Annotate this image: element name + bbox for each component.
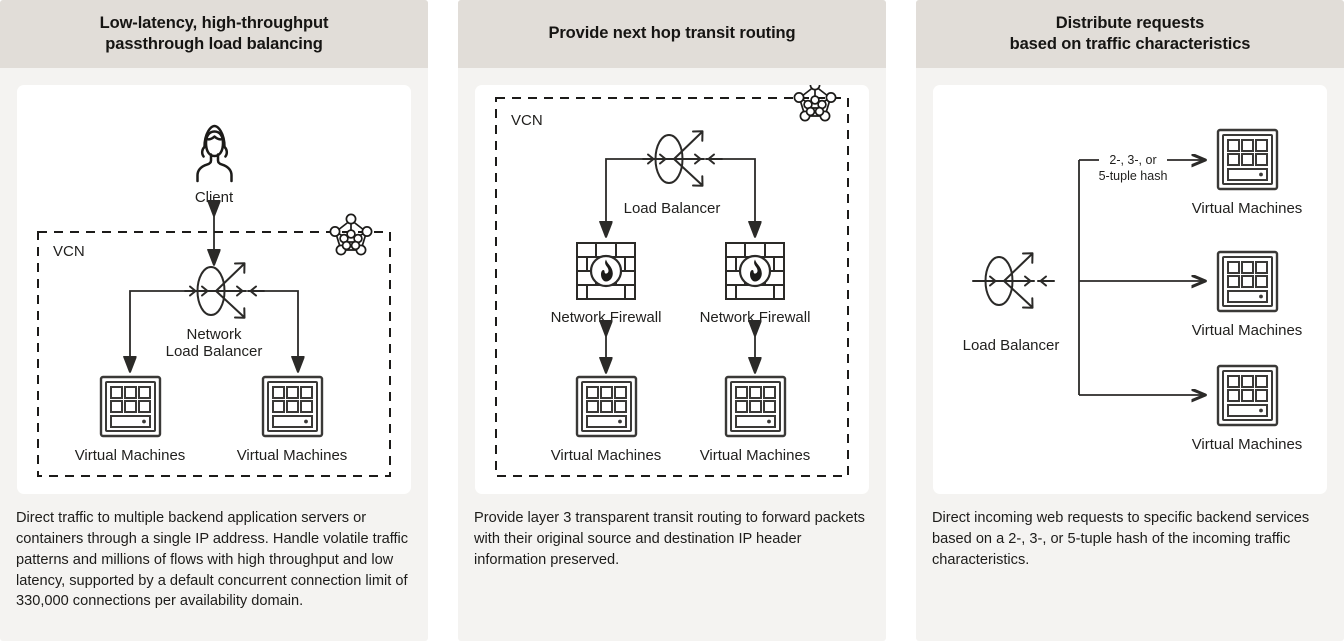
card-header: Provide next hop transit routing: [458, 0, 886, 68]
load-balancer-icon: [184, 262, 265, 319]
diagram-panel: Load Balancer 2-, 3-, or 5-tuple hash: [933, 85, 1327, 494]
virtual-machine-icon-right: [724, 375, 787, 438]
page-title: Distribute requests based on traffic cha…: [1010, 13, 1251, 55]
load-balancer-label: Load Balancer: [963, 337, 1060, 354]
virtual-machines-right-label: Virtual Machines: [700, 447, 811, 464]
title-line-2: passthrough load balancing: [105, 35, 323, 53]
network-load-balancer-label-2: Load Balancer: [166, 343, 263, 360]
virtual-machines-left-label: Virtual Machines: [75, 447, 186, 464]
card-low-latency-passthrough: Low-latency, high-throughput passthrough…: [0, 0, 428, 641]
virtual-machines-left-label: Virtual Machines: [551, 447, 662, 464]
network-firewall-icon-left: [576, 242, 636, 300]
network-load-balancer-label-1: Network: [186, 326, 242, 343]
virtual-machine-icon-top: [1216, 128, 1279, 191]
title-line-1: Provide next hop transit routing: [548, 24, 796, 43]
page-title: Low-latency, high-throughput passthrough…: [100, 13, 329, 55]
tuple-hash-label-line-2: 5-tuple hash: [1099, 169, 1168, 183]
virtual-machines-middle-label: Virtual Machines: [1192, 322, 1303, 339]
connector-lb-right-vm: [264, 290, 298, 371]
card-header: Low-latency, high-throughput passthrough…: [0, 0, 428, 68]
virtual-machine-icon-middle: [1216, 250, 1279, 313]
tuple-hash-label-line-1: 2-, 3-, or: [1109, 153, 1156, 167]
card-distribute-requests: Distribute requests based on traffic cha…: [916, 0, 1344, 641]
network-firewall-left-label: Network Firewall: [551, 309, 662, 326]
title-line-1: Low-latency, high-throughput: [99, 13, 329, 32]
virtual-machine-icon-right: [261, 375, 324, 438]
vcn-network-icon: [793, 85, 837, 122]
vcn-boundary: [495, 97, 849, 477]
network-firewall-right-label: Network Firewall: [700, 309, 811, 326]
card-caption: Direct traffic to multiple backend appli…: [16, 510, 409, 610]
diagram-panel: Client VCN: [17, 85, 411, 494]
card-caption: Provide layer 3 transparent transit rout…: [474, 510, 865, 568]
connector-trunk: [1078, 160, 1205, 395]
client-label: Client: [195, 189, 234, 206]
virtual-machines-bottom-label: Virtual Machines: [1192, 436, 1303, 453]
load-balancer-label: Load Balancer: [624, 200, 721, 217]
diagram-panel: VCN: [475, 85, 869, 494]
card-caption: Direct incoming web requests to specific…: [932, 510, 1310, 568]
page-title: Provide next hop transit routing: [548, 23, 795, 44]
client-icon: [196, 124, 233, 183]
load-balancer-icon: [972, 252, 1055, 309]
network-firewall-icon-right: [725, 242, 785, 300]
vcn-label: VCN: [53, 243, 85, 260]
virtual-machine-icon-left: [99, 375, 162, 438]
virtual-machines-right-label: Virtual Machines: [237, 447, 348, 464]
connector-lb-left-vm: [130, 290, 185, 371]
vcn-label: VCN: [511, 112, 543, 129]
virtual-machine-icon-left: [575, 375, 638, 438]
vcn-boundary: [37, 231, 391, 477]
title-line-2: based on traffic characteristics: [1009, 35, 1251, 53]
virtual-machine-icon-bottom: [1216, 364, 1279, 427]
virtual-machines-top-label: Virtual Machines: [1192, 200, 1303, 217]
load-balancer-icon: [642, 130, 723, 187]
connector-lb-right-firewall: [722, 158, 755, 236]
vcn-network-icon: [329, 213, 373, 256]
title-line-1: Distribute requests: [1055, 13, 1205, 32]
card-next-hop-transit-routing: Provide next hop transit routing VCN: [458, 0, 886, 641]
connector-lb-left-firewall: [606, 158, 643, 236]
card-header: Distribute requests based on traffic cha…: [916, 0, 1344, 68]
